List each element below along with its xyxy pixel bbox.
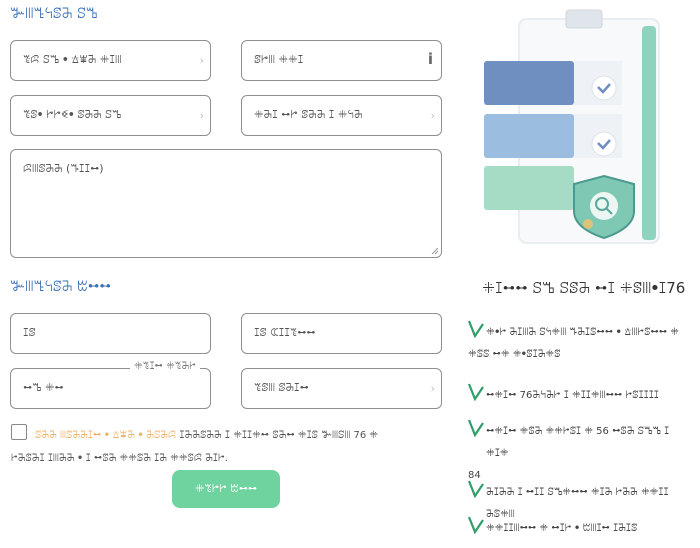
card-2	[484, 114, 574, 158]
field-6-label: ꕯꕷ ꕆꕯꕯꔳꕹꕹ	[254, 326, 316, 339]
form-field-1[interactable]: ꔳꕸ ꕶꕰ ꔷ ꕖꕾꔕ ꔰꕯꔖ ›	[10, 40, 211, 81]
textarea-label: ꕸꔖꕷꔕꔕ (ꔒꕯꕯꕹ)	[23, 162, 104, 175]
benefit-text-1: ꔰꔷꔵ ꔕꕯꔖꔕ ꕶꕪꔰꔖ ꔒꔕꕯꕷꕹꕹ ꔷ ꕖꔖꔵꕷꕹꕹ ꔰ	[486, 327, 679, 338]
form-field-3[interactable]: ꔳꕷꔷ ꔵꔵꔽꔷ ꕷꔕꔕ ꕶꕰ ›	[10, 95, 211, 136]
checkmark-icon	[468, 320, 484, 338]
field-2-label: ꕷꔵꔖ ꔰꔰꕯ	[254, 53, 304, 66]
benefit-text-3: ꕹꔰꕯꕹ ꔰꕷꔕ ꔰꔰꔵꕷꕯ ꔰ 56 ꕹꕷꔕ ꕶꕰꕰ ꕯ ꔰꕯꔰ	[486, 426, 670, 459]
card-3	[484, 166, 574, 210]
benefit-text-1-cont: ꔰꕷꕷ ꕹꔰ ꔰꔷꕷꕯꔕꔰꕷ	[468, 349, 561, 360]
resize-handle-icon[interactable]	[431, 247, 439, 255]
field-1-label: ꔳꕸ ꕶꕰ ꔷ ꕖꕾꔕ ꔰꕯꔖ	[23, 53, 122, 66]
benefit-item-2: ꕹꔰꕯꕹ 76ꔕꕪꔕꔵ ꕯ ꔰꕯꕯꔰꔖꕹꕹ ꔵꕷꕯꕯꕯꕯ	[468, 383, 693, 407]
benefit-item-3: ꕹꔰꕯꕹ ꔰꕷꔕ ꔰꔰꔵꕷꕯ ꔰ 56 ꕹꕷꔕ ꕶꕰꕰ ꕯ ꔰꕯꔰ 84	[468, 419, 693, 487]
checkmark-icon	[468, 419, 484, 437]
submit-button[interactable]: ꔰꔳꔵꔵ ꔱꕹꕹ	[172, 470, 280, 508]
checkmark-icon	[468, 480, 484, 498]
checkmark-circle-icon-2	[591, 131, 617, 157]
field-4-label: ꔰꔕꕯ ꕹꔵ ꕷꔕꔕ ꕯ ꔰꕪꔕ	[254, 108, 363, 121]
form-field-5[interactable]: ꕯꕷ	[10, 313, 211, 354]
benefit-text-5: ꔰꔰꕯꕯꔖꕹꕹ ꔰ ꕹꕯꔵ ꔷ ꔱꔖꕯꕹ ꕯꔕꕯꕷ	[486, 523, 638, 534]
info-icon[interactable]: i	[427, 50, 433, 68]
consent-text-2: ꔵꔕꕷꔕꕯ ꕯꔖꔕꔕ ꔷ ꕯ ꕹꕷꔕ ꔰꔰꕷꔕ ꕯꔕ ꔰꔰꕷꕸ ꔕꕯꔵ.	[11, 453, 228, 464]
section-title-1: ꔐꔖꔎꕪꕷꔕ ꕶꕰ	[10, 6, 98, 22]
message-textarea[interactable]: ꕸꔖꕷꔕꔕ (ꔒꕯꕯꕹ)	[10, 149, 442, 258]
form-field-7[interactable]: ꔰꔳꕯꕹ ꔰꔳꔕꔵ ꕹꕰ ꔰꕹ	[10, 361, 211, 409]
field-5-label: ꕯꕷ	[23, 326, 36, 339]
field-7-tag: ꔰꔳꕯꕹ ꔰꔳꔕꔵ	[130, 361, 200, 372]
consent-link[interactable]: ꕷꔕꔕ ꔖꕷꔕꔕꕯꕹ ꔷ ꕖꕾꔕ ꔷ ꔕꕶꔕꕸ	[35, 430, 177, 441]
consent-checkbox[interactable]	[11, 424, 27, 440]
form-field-4[interactable]: ꔰꔕꕯ ꕹꔵ ꕷꔕꔕ ꕯ ꔰꕪꔕ ›	[241, 95, 442, 136]
field-7-label: ꕹꕰ ꔰꕹ	[23, 381, 64, 394]
card-1	[484, 61, 574, 105]
checkmark-circle-icon	[591, 75, 617, 101]
benefit-item-4: ꔕꕯꔕꔕ ꕯ ꕹꕯꕯ ꕶꕰꔰꕹꕹ ꔰꕯꔕ ꔵꔕꔕ ꔰꔰꕯꕯ ꔕꕷꔰꔖ	[468, 480, 693, 526]
checkmark-icon	[468, 383, 484, 401]
section-title-2: ꔐꔖꔎꕪꕷꔕ ꔱꕹꕹ	[10, 279, 112, 295]
checkmark-icon	[468, 516, 484, 534]
benefit-text-3-cont: 84	[468, 470, 481, 481]
form-field-8[interactable]: ꔳꕷꔖ ꕷꔕꕯꕹ ›	[241, 368, 442, 409]
field-3-label: ꔳꕷꔷ ꔵꔵꔽꔷ ꕷꔕꔕ ꕶꕰ	[23, 108, 122, 121]
consent-text-1: ꕯꔕꔕꕷꔕꔕ ꕯ ꔰꕯꕯꔰꕹ ꕷꔕꕹ ꔰꕯꕷ ꔐꔖꕶꔖ 76 ꔰ	[179, 430, 379, 441]
chevron-right-icon: ›	[430, 109, 435, 122]
chevron-right-icon: ›	[199, 54, 204, 67]
clipboard-clip	[565, 9, 603, 29]
side-title: ꔰꕯꕹꕹ ꕶꕰ ꕶꕷꔕ ꕹꕯ ꔰꕷꔖꔷꕯ76	[482, 279, 686, 297]
form-field-6[interactable]: ꕯꕷ ꕆꕯꕯꔳꕹꕹ	[241, 313, 442, 354]
chevron-right-icon: ›	[430, 382, 435, 395]
chevron-right-icon: ›	[199, 109, 204, 122]
benefit-text-2: ꕹꔰꕯꕹ 76ꔕꕪꔕꔵ ꕯ ꔰꕯꕯꔰꔖꕹꕹ ꔵꕷꕯꕯꕯꕯ	[486, 390, 659, 401]
form-field-2[interactable]: ꕷꔵꔖ ꔰꔰꕯ i	[241, 40, 442, 81]
field-8-label: ꔳꕷꔖ ꕷꔕꕯꕹ	[254, 381, 309, 394]
benefit-text-4: ꔕꕯꔕꔕ ꕯ ꕹꕯꕯ ꕶꕰꔰꕹꕹ ꔰꕯꔕ ꔵꔕꔕ ꔰꔰꕯꕯ ꔕꕷꔰꔖ	[486, 487, 669, 520]
consent-text: ꕷꔕꔕ ꔖꕷꔕꔕꕯꕹ ꔷ ꕖꕾꔕ ꔷ ꔕꕶꔕꕸ ꕯꔕꔕꕷꔕꔕ ꕯ ꔰꕯꕯꔰꕹ ꕷ…	[11, 424, 411, 470]
benefit-item-5: ꔰꔰꕯꕯꔖꕹꕹ ꔰ ꕹꕯꔵ ꔷ ꔱꔖꕯꕹ ꕯꔕꕯꕷ	[468, 516, 693, 540]
benefit-item-1: ꔰꔷꔵ ꔕꕯꔖꔕ ꕶꕪꔰꔖ ꔒꔕꕯꕷꕹꕹ ꔷ ꕖꔖꔵꕷꕹꕹ ꔰ ꔰꕷꕷ ꕹꔰ ꔰ…	[468, 320, 693, 366]
clipboard-illustration	[484, 9, 660, 244]
